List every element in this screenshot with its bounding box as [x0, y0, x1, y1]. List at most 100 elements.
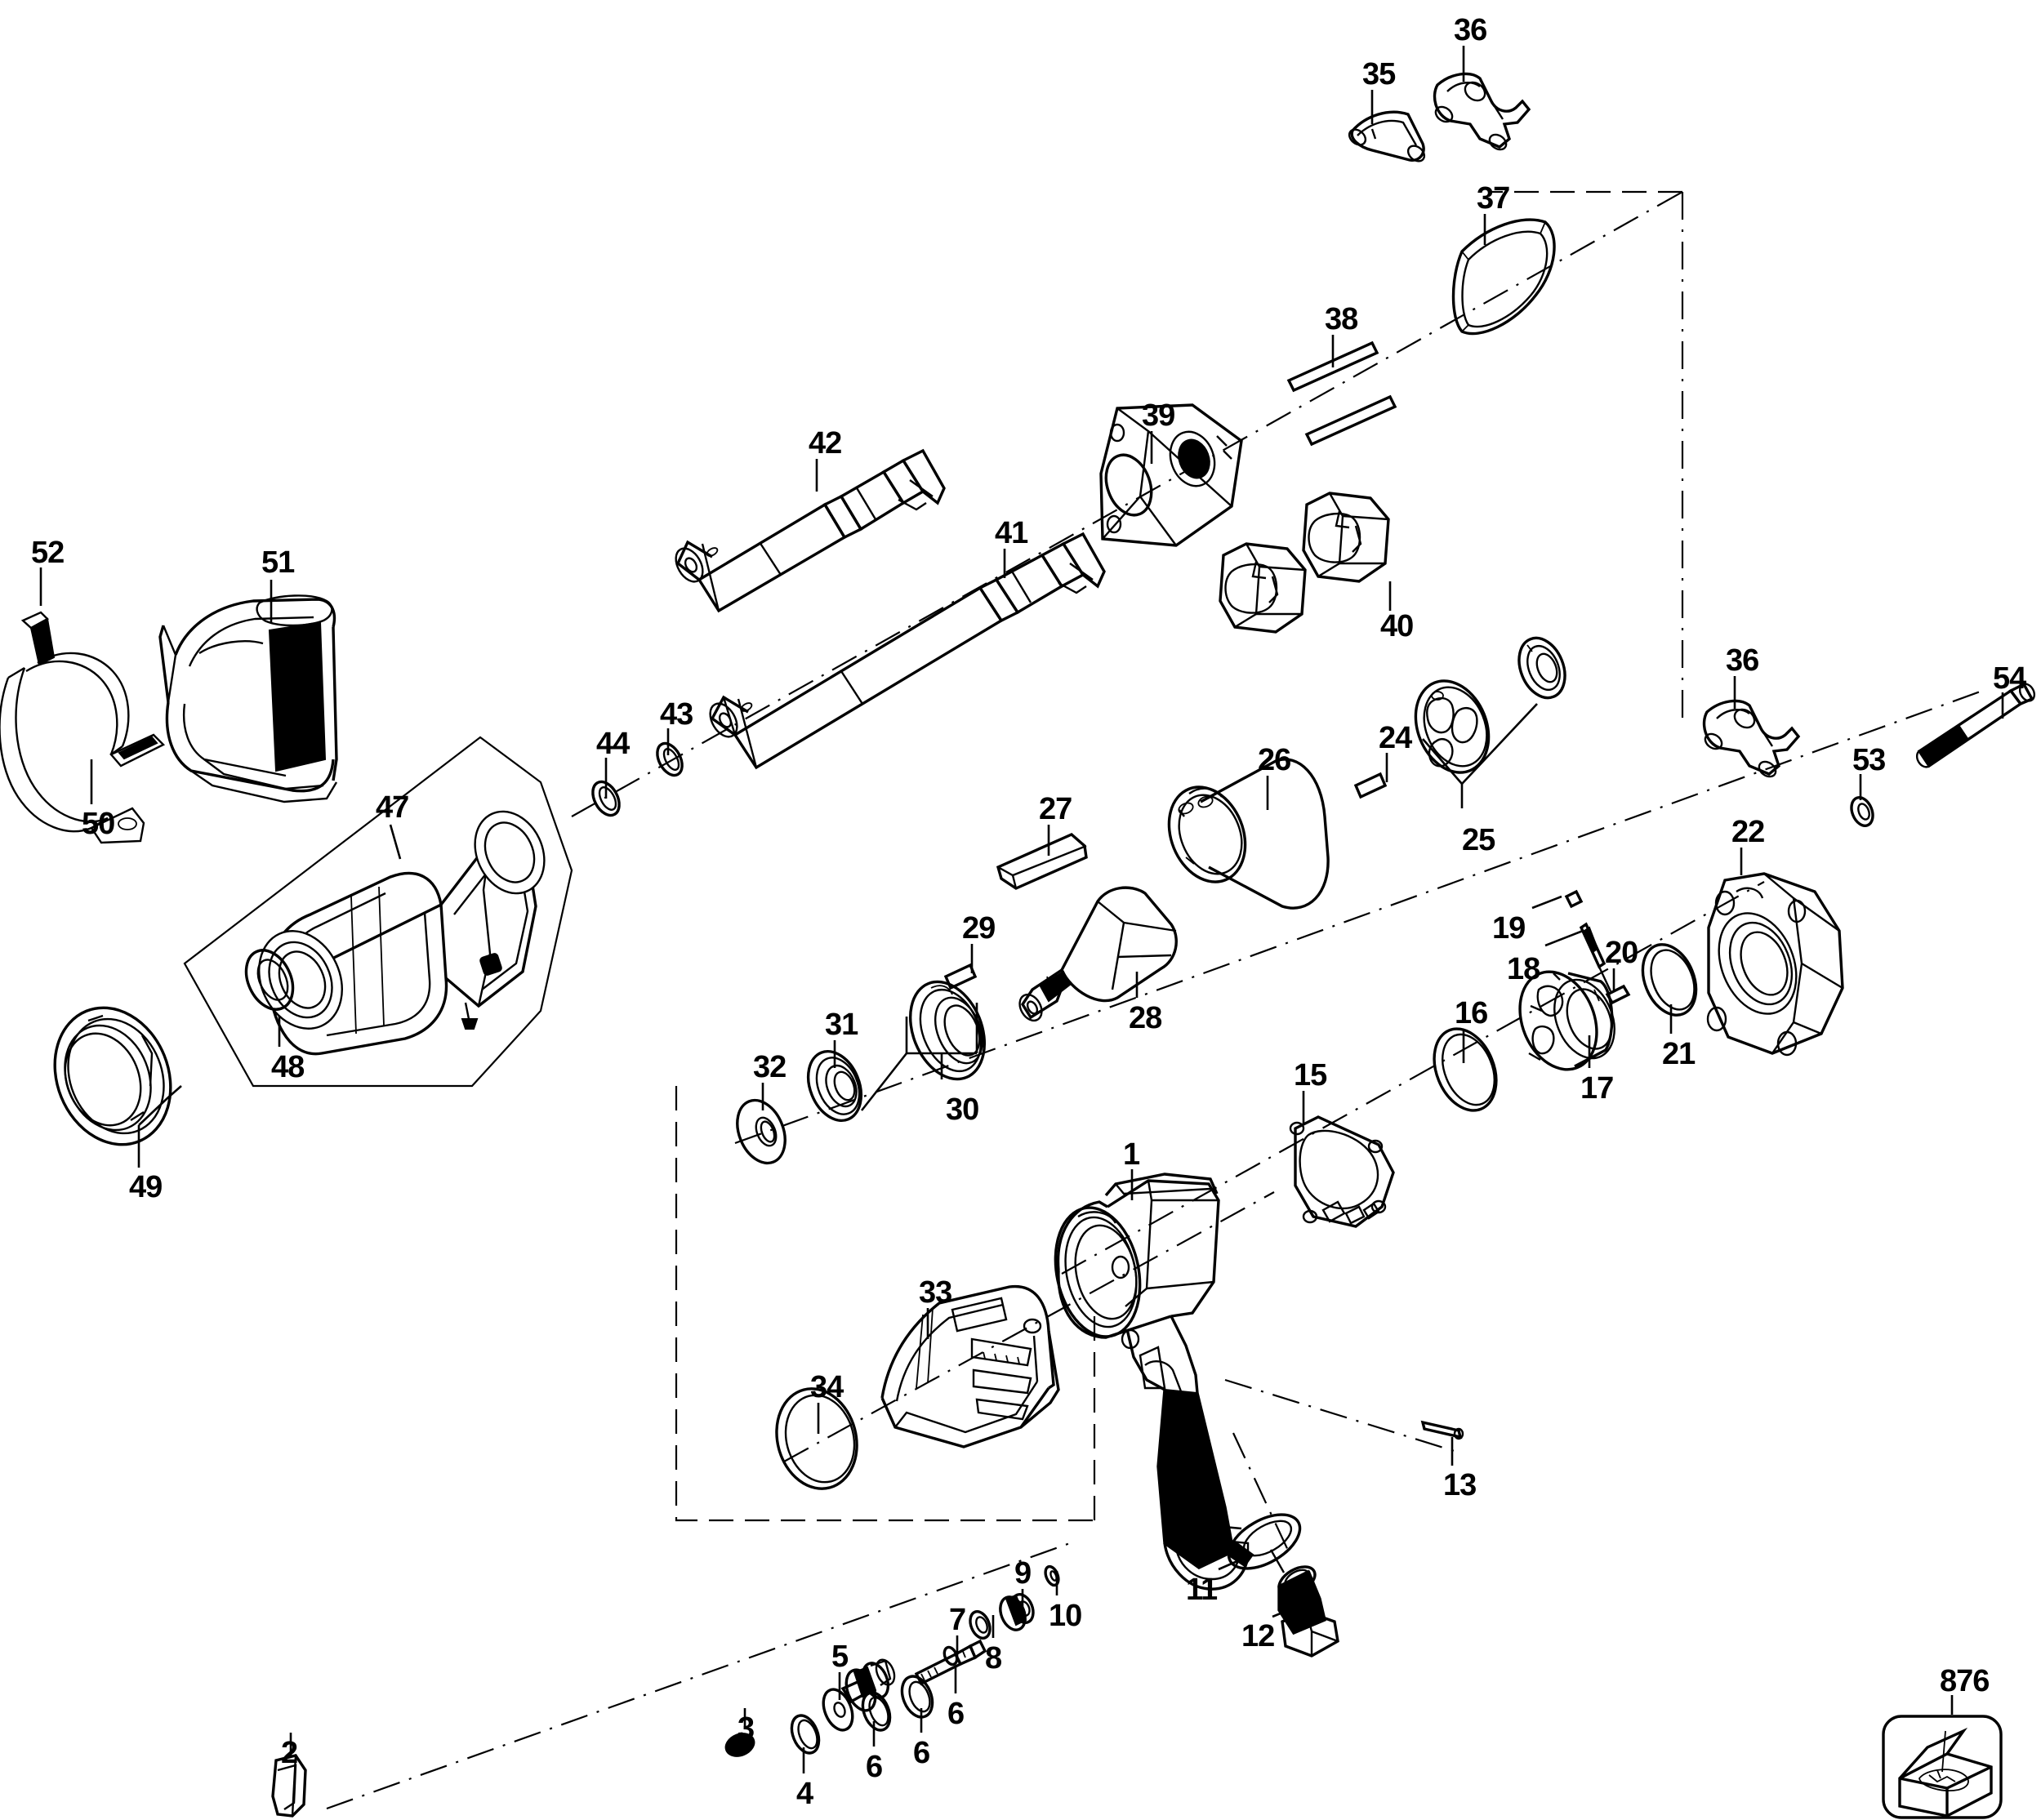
callout-36-hammer-frame-a: 36: [1454, 13, 1487, 47]
callout-5-valve-assembly: 5: [831, 1640, 849, 1674]
callout-38-pins: 38: [1325, 302, 1358, 336]
callout-18-dowel-pin: 18: [1507, 952, 1540, 986]
part-21-o-ring: [1641, 943, 1698, 1017]
callout-21-oring: 21: [1662, 1037, 1696, 1071]
part-11-inlet-seal: [1227, 1513, 1302, 1573]
callout-13-pin: 13: [1443, 1468, 1477, 1502]
callout-12-air-inlet: 12: [1241, 1619, 1275, 1653]
callout-34-oring: 34: [810, 1370, 844, 1404]
callout-27-rotor-blade: 27: [1039, 792, 1072, 826]
callout-43-retaining-ring: 43: [660, 697, 693, 732]
part-22-motor-housing-cover: [1706, 872, 1844, 1057]
part-50-hanger-strap: [0, 652, 166, 844]
part-15-motor-gasket: [1289, 1115, 1395, 1228]
part-44-retaining-ring: [591, 780, 621, 817]
part-37-seal-ring: [1451, 218, 1556, 336]
callout-20-pin: 20: [1605, 936, 1638, 970]
callout-37-seal-ring: 37: [1477, 181, 1510, 216]
part-48-o-ring: [244, 949, 295, 1011]
part-36-hammer-frame-right: [1702, 699, 1801, 778]
part-10-valve-retainer: [1044, 1564, 1060, 1587]
callout-53-washer: 53: [1852, 743, 1886, 777]
callout-52-screw: 52: [31, 536, 65, 570]
callout-49-nose-ring: 49: [129, 1170, 163, 1204]
part-876-service-kit-box: [1882, 1715, 2003, 1819]
callout-28-rotor: 28: [1129, 1001, 1162, 1035]
part-6-o-ring-b: [900, 1675, 934, 1719]
callout-36-hammer-frame-b: 36: [1726, 643, 1759, 678]
part-36-hammer-frame-top: [1433, 72, 1531, 151]
part-19-pin: [1564, 889, 1584, 909]
callout-32-washer: 32: [753, 1050, 787, 1084]
callout-44-retaining-ring: 44: [596, 727, 630, 761]
part-17-rear-end-plate: [1518, 970, 1615, 1071]
callout-1-housing: 1: [1123, 1137, 1140, 1172]
part-52-screw: [20, 611, 56, 666]
callout-26-cylinder: 26: [1258, 743, 1291, 777]
part-51-protective-boot: [158, 594, 338, 803]
part-54-long-bolt: [1915, 682, 2036, 768]
callout-15-gasket: 15: [1294, 1058, 1327, 1092]
part-12-air-inlet-fitting: [1277, 1565, 1339, 1658]
callout-17-end-plate: 17: [1580, 1071, 1614, 1106]
part-13-locating-pin: [1420, 1420, 1464, 1440]
part-27-rotor-blade: [996, 833, 1088, 890]
callout-41-anvil-long: 41: [995, 516, 1028, 550]
callout-33-grip-cover: 33: [919, 1275, 952, 1310]
callout-8-oring: 8: [985, 1641, 1002, 1675]
part-24-pin: [1353, 772, 1388, 799]
callout-11-oring-seal: 11: [1186, 1573, 1218, 1607]
callout-10-retainer: 10: [1049, 1599, 1082, 1633]
callout-29-pin: 29: [962, 911, 996, 946]
part-43-retaining-ring: [656, 741, 684, 777]
callout-9-bushing: 9: [1014, 1556, 1032, 1591]
callout-48-oring: 48: [271, 1050, 305, 1084]
callout-876-service-kit: 876: [1940, 1664, 1990, 1698]
part-2-trigger-lever: [271, 1754, 307, 1818]
callout-51-boot-cover: 51: [261, 545, 295, 580]
part-3-trigger-pin: [724, 1733, 755, 1757]
part-28-motor-rotor: [1018, 886, 1178, 1022]
callout-31-bearing: 31: [825, 1008, 858, 1042]
part-5-throttle-valve-assembly: [822, 1658, 896, 1732]
callout-25-end-plate-bearing: 25: [1462, 823, 1495, 857]
callout-19-pin: 19: [1492, 911, 1526, 946]
callout-7-valve-stem: 7: [949, 1603, 966, 1637]
part-26-motor-cylinder: [1167, 758, 1330, 910]
callout-6-oring-b: 6: [913, 1736, 930, 1770]
callout-22-motor-housing: 22: [1731, 815, 1765, 849]
part-31-ball-bearing: [806, 1049, 908, 1123]
part-18-dowel-pin: [1579, 922, 1612, 992]
callout-24-pin: 24: [1379, 721, 1412, 755]
part-47-hammer-case-assembly: [258, 810, 546, 1056]
callout-42-anvil-short: 42: [809, 426, 842, 461]
part-40-hammer-jaws: [1219, 492, 1390, 634]
callout-47-hammer-case-assembly: 47: [376, 790, 409, 825]
part-20-pin: [1605, 984, 1631, 1005]
part-4-o-ring: [790, 1714, 821, 1755]
part-1-tool-housing: [1054, 1173, 1250, 1591]
group-box-47: [183, 736, 573, 1088]
part-53-washer: [1850, 796, 1874, 827]
callout-50-hanger-strap: 50: [82, 807, 115, 841]
part-6-o-ring-a: [861, 1691, 892, 1732]
callout-40-hammer-jaws: 40: [1380, 609, 1414, 643]
part-42-anvil-short: [675, 448, 946, 613]
part-49-nose-retaining-ring: [53, 1006, 182, 1146]
part-25-front-end-plate: [1414, 636, 1566, 774]
part-9-valve-bushing: [999, 1593, 1035, 1631]
callout-16-oring: 16: [1455, 996, 1488, 1030]
callout-30-bearing-set: 30: [946, 1092, 979, 1127]
callout-2-trigger: 2: [281, 1736, 298, 1770]
callout-6-oring-a: 6: [866, 1750, 883, 1784]
callout-6-oring-c: 6: [947, 1697, 965, 1731]
part-8-o-ring: [969, 1610, 992, 1640]
part-7-valve-stem: [914, 1639, 987, 1686]
part-32-thrust-washer: [736, 1098, 787, 1165]
callout-39-anvil-housing: 39: [1142, 398, 1175, 433]
part-34-o-ring: [775, 1387, 858, 1490]
part-35-hammer-link: [1348, 110, 1426, 162]
part-30-bearing-assembly: [908, 980, 987, 1081]
